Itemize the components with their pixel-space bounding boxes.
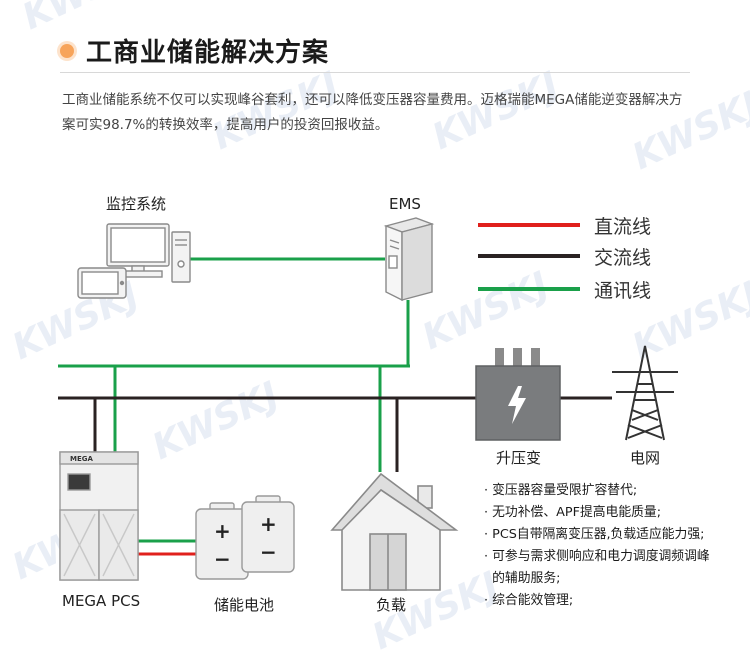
- battery-label: 储能电池: [214, 596, 275, 614]
- battery-icon: + − + −: [195, 495, 295, 580]
- battery-plus-symbol: +: [260, 512, 277, 536]
- ac-lines: [58, 396, 612, 472]
- battery-minus-symbol: −: [214, 547, 231, 571]
- power-grid-icon: [612, 345, 678, 441]
- feature-item: · PCS自带隔离变压器,负载适应能力强;: [484, 527, 705, 542]
- feature-item: 的辅助服务;: [484, 571, 561, 586]
- pcs-brand-text: MEGA: [70, 455, 93, 463]
- grid-label: 电网: [630, 449, 661, 467]
- transformer-icon: [475, 348, 561, 441]
- feature-item: · 可参与需求侧响应和电力调度调频调峰: [484, 549, 710, 564]
- ems-label: EMS: [389, 195, 421, 213]
- feature-item: · 变压器容量受限扩容替代;: [484, 483, 638, 498]
- pcs-label: MEGA PCS: [62, 592, 141, 610]
- legend-comm-label: 通讯线: [594, 280, 652, 302]
- watermark-text: KWSKJ: [416, 264, 555, 358]
- intro-paragraph: 工商业储能系统不仅可以实现峰谷套利，还可以降低变压器容量费用。迈格瑞能MEGA储…: [62, 92, 683, 133]
- title-divider: [60, 72, 690, 73]
- mega-pcs-cabinet-icon: [59, 451, 139, 581]
- feature-list: · 变压器容量受限扩容替代; · 无功补偿、APF提高电能质量; · PCS自带…: [484, 480, 746, 612]
- load-house-icon: [330, 472, 459, 591]
- legend-ac-label: 交流线: [594, 247, 652, 269]
- comm-lines: [58, 257, 410, 472]
- ems-cabinet-icon: [383, 217, 435, 302]
- transformer-label: 升压变: [496, 449, 542, 467]
- load-label: 负载: [376, 596, 407, 614]
- feature-item: · 综合能效管理;: [484, 593, 574, 608]
- page-title: 工商业储能解决方案: [86, 38, 330, 68]
- title-bullet-icon: [60, 44, 74, 58]
- battery-minus-symbol: −: [260, 540, 277, 564]
- feature-item: · 无功补偿、APF提高电能质量;: [484, 505, 662, 520]
- monitor-label: 监控系统: [106, 195, 167, 213]
- legend-dc-label: 直流线: [594, 216, 652, 238]
- watermark-text: KWSKJ: [146, 374, 285, 468]
- monitor-system-icon: [77, 223, 191, 299]
- battery-plus-symbol: +: [214, 519, 231, 543]
